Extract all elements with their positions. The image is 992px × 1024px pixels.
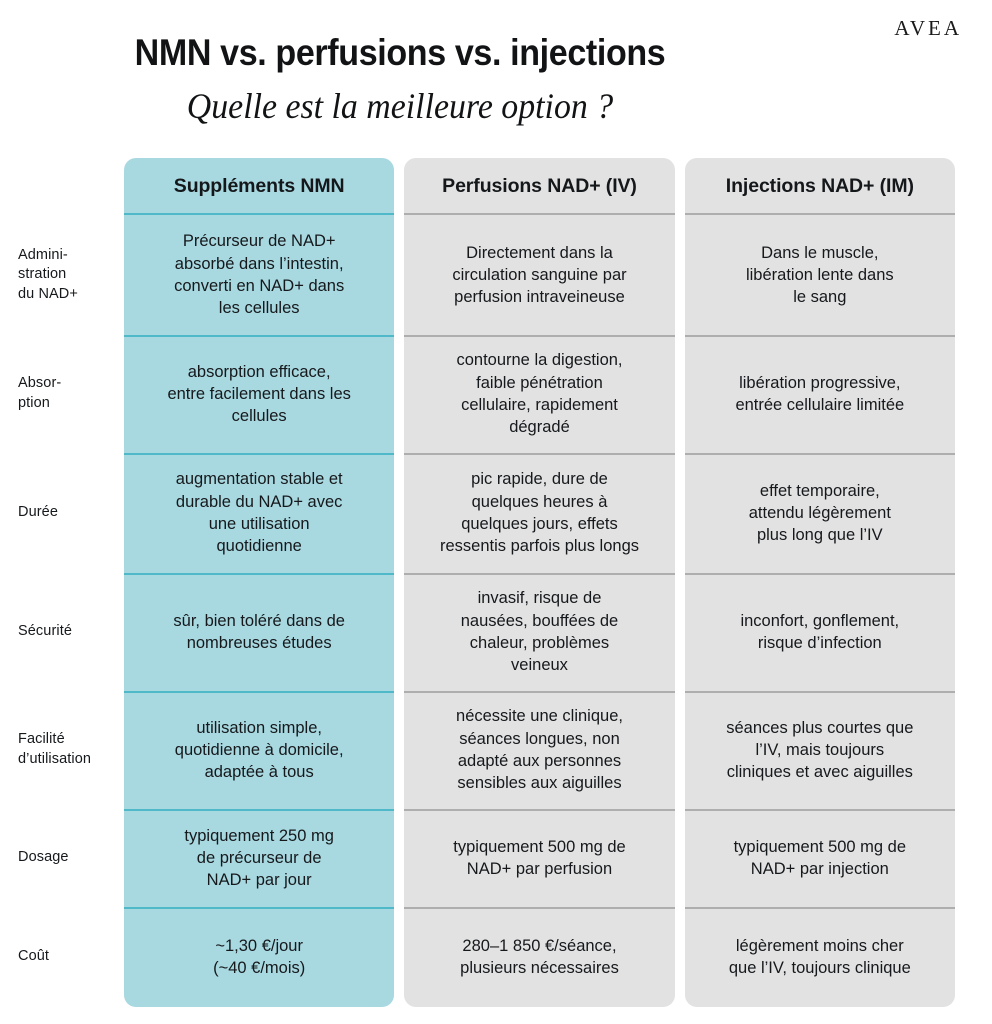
data-columns: Suppléments NMN Précurseur de NAD+ absor… bbox=[124, 158, 992, 1007]
cell-im-securite: inconfort, gonflement, risque d’infectio… bbox=[684, 573, 955, 691]
page-title: NMN vs. perfusions vs. injections bbox=[134, 32, 666, 73]
header-block: NMN vs. perfusions vs. injections Quelle… bbox=[0, 32, 800, 128]
cell-im-cout: légèrement moins cher que l’IV, toujours… bbox=[684, 907, 955, 1007]
cell-iv-duree: pic rapide, dure de quelques heures à qu… bbox=[404, 453, 675, 573]
cell-im-duree: effet temporaire, attendu légèrement plu… bbox=[684, 453, 955, 573]
cell-im-dosage: typiquement 500 mg de NAD+ par injection bbox=[684, 809, 955, 907]
column-perfusions-iv: Perfusions NAD+ (IV) Directement dans la… bbox=[404, 158, 675, 1007]
row-label-column: Admini- stration du NAD+ Absor- ption Du… bbox=[0, 158, 124, 1007]
cell-nmn-facilite: utilisation simple, quotidienne à domici… bbox=[124, 691, 395, 809]
cell-nmn-cout: ~1,30 €/jour (~40 €/mois) bbox=[124, 907, 395, 1007]
cell-im-facilite: séances plus courtes que l’IV, mais touj… bbox=[684, 691, 955, 809]
row-label-dosage: Dosage bbox=[18, 849, 69, 866]
cell-nmn-dosage: typiquement 250 mg de précurseur de NAD+… bbox=[124, 809, 395, 907]
cell-iv-cout: 280–1 850 €/séance, plusieurs nécessaire… bbox=[404, 907, 675, 1007]
page-subtitle: Quelle est la meilleure option ? bbox=[186, 85, 614, 126]
cell-nmn-administration: Précurseur de NAD+ absorbé dans l’intest… bbox=[174, 232, 345, 318]
cell-im-administration: Dans le muscle, libération lente dans le… bbox=[745, 243, 894, 307]
column-supplements-nmn: Suppléments NMN Précurseur de NAD+ absor… bbox=[124, 158, 395, 1007]
row-label-duree: Durée bbox=[18, 504, 58, 521]
cell-iv-administration: Directement dans la circulation sanguine… bbox=[452, 243, 627, 307]
cell-nmn-absorption: absorption efficace, entre facilement da… bbox=[124, 335, 395, 453]
cell-nmn-securite: sûr, bien toléré dans de nombreuses étud… bbox=[124, 573, 395, 691]
cell-iv-dosage: typiquement 500 mg de NAD+ par perfusion bbox=[404, 809, 675, 907]
cell-iv-absorption: contourne la digestion, faible pénétrati… bbox=[404, 335, 675, 453]
row-label-absorption: Absor- ption bbox=[18, 375, 62, 411]
column-header-supplements-nmn: Suppléments NMN bbox=[124, 158, 395, 215]
row-label-cout: Coût bbox=[18, 948, 50, 965]
column-header-perfusions-iv: Perfusions NAD+ (IV) bbox=[404, 158, 675, 215]
cell-im-absorption: libération progressive, entrée cellulair… bbox=[684, 335, 955, 453]
row-label-securite: Sécurité bbox=[18, 623, 72, 640]
column-header-injections-im: Injections NAD+ (IM) bbox=[684, 158, 955, 215]
cell-nmn-duree: augmentation stable et durable du NAD+ a… bbox=[124, 453, 395, 573]
avea-logo: AVEA bbox=[894, 16, 962, 40]
cell-iv-facilite: nécessite une clinique, séances longues,… bbox=[404, 691, 675, 809]
cell-iv-securite: invasif, risque de nausées, bouffées de … bbox=[404, 573, 675, 691]
column-injections-im: Injections NAD+ (IM) Dans le muscle, lib… bbox=[684, 158, 955, 1007]
row-label-administration: Admini- stration du NAD+ bbox=[18, 246, 78, 302]
row-label-facilite: Facilité d’utilisation bbox=[18, 731, 92, 767]
comparison-table: Admini- stration du NAD+ Absor- ption Du… bbox=[0, 158, 992, 1007]
